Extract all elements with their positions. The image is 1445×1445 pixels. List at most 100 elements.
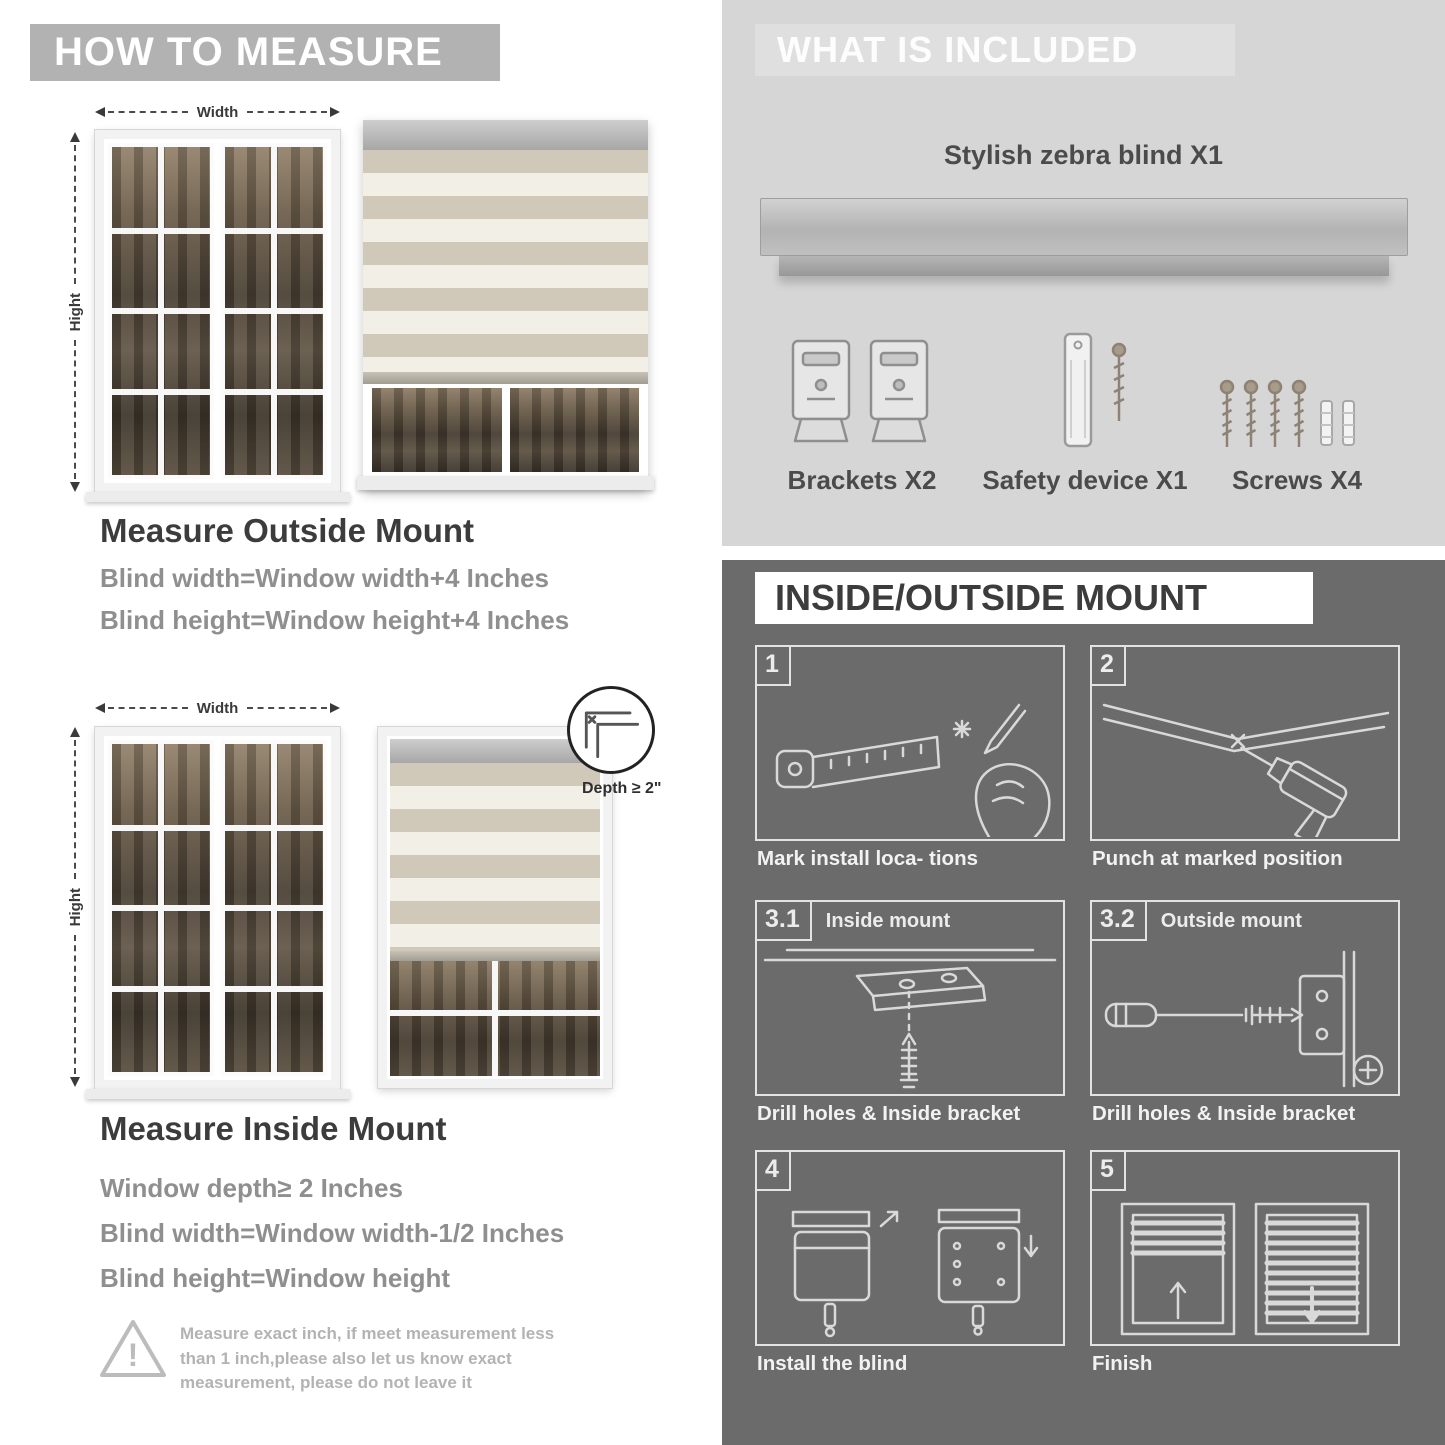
outside-mount-line-2: Blind height=Window height+4 Inches <box>100 605 570 635</box>
step-number: 2 <box>1092 647 1126 686</box>
install-blind-illustration <box>791 1208 1039 1338</box>
arrowhead-left-icon <box>95 703 105 713</box>
window-glass <box>509 388 639 472</box>
inside-mount-line-1: Window depth≥ 2 Inches <box>100 1173 403 1203</box>
window-sill <box>86 1089 350 1099</box>
measurement-note: Measure exact inch, if meet measurement … <box>180 1324 555 1393</box>
outside-blind-photo <box>357 120 654 490</box>
depth-callout-label: Depth ≥ 2" <box>582 780 662 797</box>
dashed-line <box>247 707 328 709</box>
how-to-measure-title: HOW TO MEASURE <box>54 30 443 74</box>
arrowhead-down-icon <box>70 482 80 493</box>
step-number: 5 <box>1092 1152 1126 1191</box>
step-panel-3-2: 3.2 Outside mount <box>1090 900 1400 1096</box>
zebra-stripes <box>390 763 600 951</box>
screws-icon <box>1219 379 1355 449</box>
what-is-included-section: WHAT IS INCLUDED Stylish zebra blind X1 <box>722 0 1445 546</box>
step-caption-1: Mark install loca- tions <box>757 847 978 870</box>
screws-label: Screws X4 <box>1231 465 1363 495</box>
width-label: Width <box>196 103 239 121</box>
dashed-line <box>108 707 188 709</box>
brackets-label: Brackets X2 <box>787 465 937 495</box>
arrowhead-up-icon <box>70 727 80 737</box>
inside-mount-line-3: Blind height=Window height <box>100 1263 450 1293</box>
window-corner-detail-icon <box>584 711 640 759</box>
mount-guide-section: INSIDE/OUTSIDE MOUNT 1 M <box>722 560 1445 1445</box>
step-caption-4: Install the blind <box>757 1352 908 1375</box>
dashed-line <box>74 145 76 284</box>
step-label: Outside mount <box>1160 910 1302 932</box>
dashed-line <box>247 111 328 113</box>
depth-callout-circle <box>567 686 655 774</box>
step-caption-2: Punch at marked position <box>1092 847 1343 870</box>
inside-window-photo <box>94 726 341 1090</box>
arrowhead-right-icon <box>330 107 341 117</box>
inside-mount-title: Measure Inside Mount <box>100 1110 447 1147</box>
window-glass <box>390 961 600 1076</box>
finish-illustration <box>1120 1202 1370 1336</box>
zebra-blind-label: Stylish zebra blind X1 <box>943 140 1224 170</box>
dashed-line <box>108 111 188 113</box>
window-sill <box>357 476 654 490</box>
step-caption-3-1: Drill holes & Inside bracket <box>757 1102 1021 1125</box>
step-panel-3-1: 3.1 Inside mount <box>755 900 1065 1096</box>
window-sash <box>108 143 214 479</box>
height-label: Hight <box>66 292 84 332</box>
warning-triangle-icon: ! <box>100 1320 166 1377</box>
zebra-blind-headrail <box>760 198 1408 276</box>
outside-width-arrow: Width <box>95 103 341 121</box>
window-sill <box>86 492 350 502</box>
dashed-line <box>74 935 76 1075</box>
inside-mount-line-2: Blind width=Window width-1/2 Inches <box>100 1218 565 1248</box>
arrowhead-down-icon <box>70 1077 80 1088</box>
arrowhead-right-icon <box>330 703 341 713</box>
step-caption-5: Finish <box>1092 1352 1153 1375</box>
outside-mount-title: Measure Outside Mount <box>100 512 475 549</box>
step-caption-3-2: Drill holes & Inside bracket <box>1092 1102 1356 1125</box>
step-panel-4: 4 <box>755 1150 1065 1346</box>
outside-mount-line-1: Blind width=Window width+4 Inches <box>100 563 549 593</box>
brackets-icon <box>791 339 929 443</box>
step-number: 1 <box>757 647 791 686</box>
what-is-included-banner: WHAT IS INCLUDED <box>755 24 1235 76</box>
step-number: 3.1 <box>757 902 812 941</box>
blind-cassette <box>390 739 600 763</box>
mount-guide-title: INSIDE/OUTSIDE MOUNT <box>775 577 1208 618</box>
headrail-lip <box>779 256 1389 276</box>
step-number: 3.2 <box>1092 902 1147 941</box>
blind-bottom-rail <box>390 951 600 961</box>
outside-window-photo <box>94 129 341 493</box>
outside-bracket-illustration <box>1104 950 1384 1088</box>
window-peek <box>363 384 648 476</box>
what-is-included-title: WHAT IS INCLUDED <box>777 29 1139 70</box>
width-label: Width <box>196 699 239 717</box>
how-to-measure-banner: HOW TO MEASURE <box>30 24 500 81</box>
window-sash <box>108 740 214 1076</box>
inside-blind-photo <box>377 726 613 1089</box>
drill-illustration <box>1102 703 1390 837</box>
mount-guide-banner: INSIDE/OUTSIDE MOUNT <box>755 572 1313 624</box>
step-number: 4 <box>757 1152 791 1191</box>
step-panel-1: 1 <box>755 645 1065 841</box>
blind-cassette <box>363 120 648 150</box>
step-label: Inside mount <box>825 910 951 932</box>
outside-height-arrow: Hight <box>66 132 84 493</box>
window-sash <box>221 740 327 1076</box>
height-label: Hight <box>66 887 84 927</box>
arrowhead-up-icon <box>70 132 80 142</box>
step-panel-5: 5 <box>1090 1150 1400 1346</box>
safety-device-icon <box>1063 332 1127 448</box>
dashed-line <box>74 740 76 879</box>
measure-mark-illustration <box>775 703 1051 837</box>
window-glass <box>372 388 502 472</box>
safety-device-label: Safety device X1 <box>982 465 1188 495</box>
dashed-line <box>74 340 76 480</box>
inside-width-arrow: Width <box>95 699 341 717</box>
inside-height-arrow: Hight <box>66 727 84 1088</box>
headrail-top <box>760 198 1408 256</box>
zebra-stripes <box>363 150 648 372</box>
arrowhead-left-icon <box>95 107 105 117</box>
warning-exclamation: ! <box>128 1337 139 1373</box>
window-sash <box>221 143 327 479</box>
